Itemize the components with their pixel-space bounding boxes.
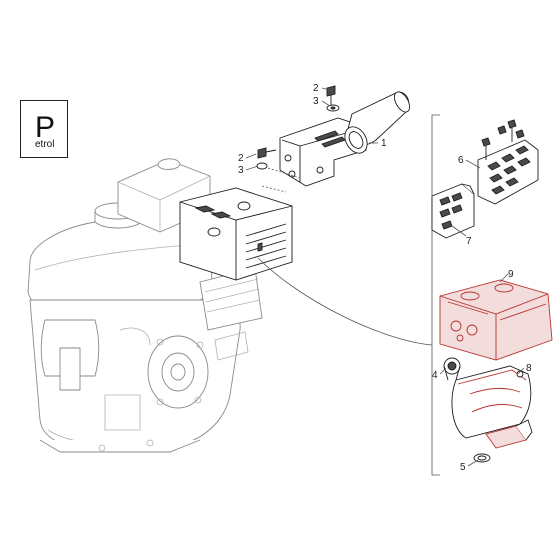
muffler-body-part-8 — [451, 365, 533, 449]
petrol-legend-box: P etrol — [20, 100, 68, 158]
callout-2-upper: 2 — [313, 83, 319, 94]
muffler-heat-shield-on-engine — [179, 187, 293, 281]
screw-and-washer-upper — [326, 85, 340, 112]
callout-9: 9 — [508, 269, 514, 280]
leader-lines — [245, 87, 525, 467]
callout-4: 4 — [432, 370, 438, 381]
callout-6: 6 — [458, 155, 464, 166]
callout-3-left: 3 — [238, 165, 244, 176]
engine-outline — [27, 158, 263, 453]
callout-8: 8 — [526, 363, 532, 374]
heat-shield-grid-part-7 — [431, 183, 475, 239]
callout-7: 7 — [466, 236, 472, 247]
callout-labels: 1 2 3 2 3 6 7 9 4 8 5 — [238, 83, 532, 473]
callout-5: 5 — [460, 462, 466, 473]
assembly-group-bracket — [257, 114, 440, 476]
heat-shield-grid-part-6 — [477, 119, 539, 205]
muffler-cover-part-9 — [439, 279, 553, 361]
screw-and-washer-left — [256, 147, 277, 170]
callout-1: 1 — [381, 138, 387, 149]
callout-2-left: 2 — [238, 153, 244, 164]
spark-arrester-part-4 — [443, 357, 461, 381]
petrol-legend-letter: P — [35, 111, 56, 144]
exhaust-bracket-part-1 — [261, 91, 411, 193]
petrol-legend-word: etrol — [35, 139, 55, 150]
callout-3-upper: 3 — [313, 96, 319, 107]
